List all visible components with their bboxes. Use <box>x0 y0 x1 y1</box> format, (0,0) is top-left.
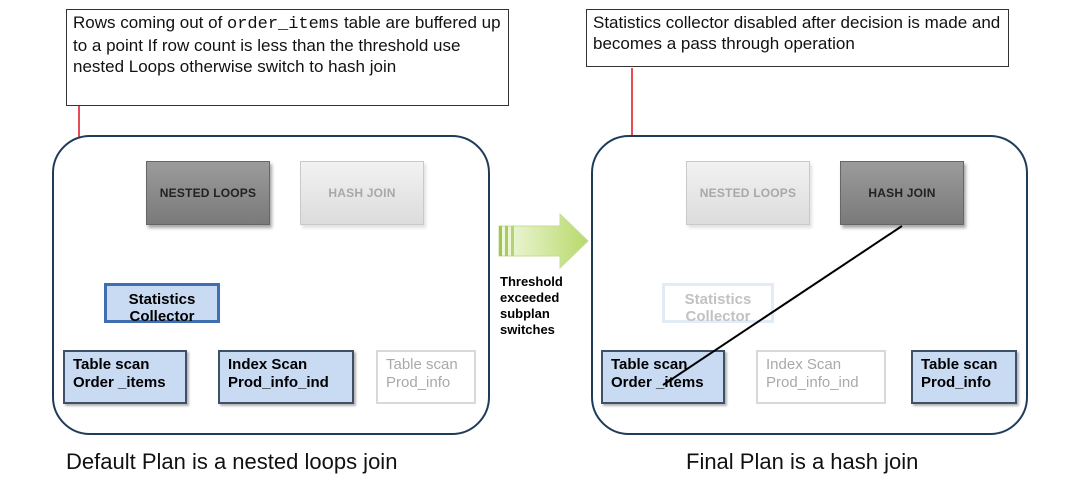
default-leaf2-line2: Prod_info_ind <box>228 374 329 391</box>
default-leaf-table-scan-order-items: Table scan Order _items <box>63 350 187 404</box>
default-plan-caption: Default Plan is a nested loops join <box>66 449 398 474</box>
left-note-post: table are buffered up to a point If row … <box>73 13 501 76</box>
default-leaf3-line2: Prod_info <box>386 374 451 391</box>
transition-line1: Threshold <box>500 274 563 289</box>
default-leaf1-line2: Order _items <box>73 374 166 391</box>
transition-label: Threshold exceeded subplan switches <box>500 274 590 338</box>
final-stats-line1: Statistics <box>684 291 752 308</box>
transition-line2: exceeded <box>500 290 560 305</box>
default-hash-join-label: HASH JOIN <box>328 186 396 200</box>
final-leaf3-line1: Table scan <box>921 356 998 373</box>
default-leaf1-line1: Table scan <box>73 356 150 373</box>
final-nested-loops-node: NESTED LOOPS <box>686 161 810 225</box>
left-callout-note: Rows coming out of order_items table are… <box>66 9 509 106</box>
final-leaf-table-scan-order-items: Table scan Order _items <box>601 350 725 404</box>
right-note-text: Statistics collector disabled after deci… <box>593 13 1001 53</box>
final-plan-caption: Final Plan is a hash join <box>686 449 919 474</box>
final-leaf3-line2: Prod_info <box>921 374 991 391</box>
default-leaf2-line1: Index Scan <box>228 356 308 373</box>
left-note-code: order_items <box>227 15 340 34</box>
final-stats-line2: Collector <box>685 308 751 325</box>
final-nested-loops-label: NESTED LOOPS <box>699 186 797 200</box>
final-leaf1-line1: Table scan <box>611 356 688 373</box>
transition-arrow-stripe-2 <box>505 226 508 256</box>
default-nested-loops-node: NESTED LOOPS <box>146 161 270 225</box>
right-callout-note: Statistics collector disabled after deci… <box>586 9 1009 67</box>
default-leaf-index-scan: Index Scan Prod_info_ind <box>218 350 354 404</box>
final-hash-join-label: HASH JOIN <box>868 186 936 200</box>
default-nested-loops-label: NESTED LOOPS <box>159 186 257 200</box>
default-leaf-table-scan-prod-info: Table scan Prod_info <box>376 350 476 404</box>
transition-arrow-stripe-1 <box>499 226 502 256</box>
default-hash-join-node: HASH JOIN <box>300 161 424 225</box>
default-statistics-collector: Statistics Collector <box>104 283 220 325</box>
transition-arrow-icon <box>498 212 589 270</box>
default-stats-line1: Statistics <box>128 291 196 308</box>
final-hash-join-node: HASH JOIN <box>840 161 964 225</box>
final-leaf2-line2: Prod_info_ind <box>766 374 859 391</box>
final-statistics-collector: Statistics Collector <box>662 283 774 325</box>
default-leaf3-line1: Table scan <box>386 356 458 373</box>
transition-line3: subplan <box>500 306 550 321</box>
final-leaf-index-scan: Index Scan Prod_info_ind <box>756 350 886 404</box>
transition-arrow-stripe-3 <box>511 226 514 256</box>
left-note-pre: Rows coming out of <box>73 13 228 32</box>
final-leaf-table-scan-prod-info: Table scan Prod_info <box>911 350 1017 404</box>
final-leaf2-line1: Index Scan <box>766 356 842 373</box>
final-leaf1-line2: Order _items <box>611 374 704 391</box>
default-stats-line2: Collector <box>129 308 195 325</box>
transition-line4: switches <box>500 322 555 337</box>
